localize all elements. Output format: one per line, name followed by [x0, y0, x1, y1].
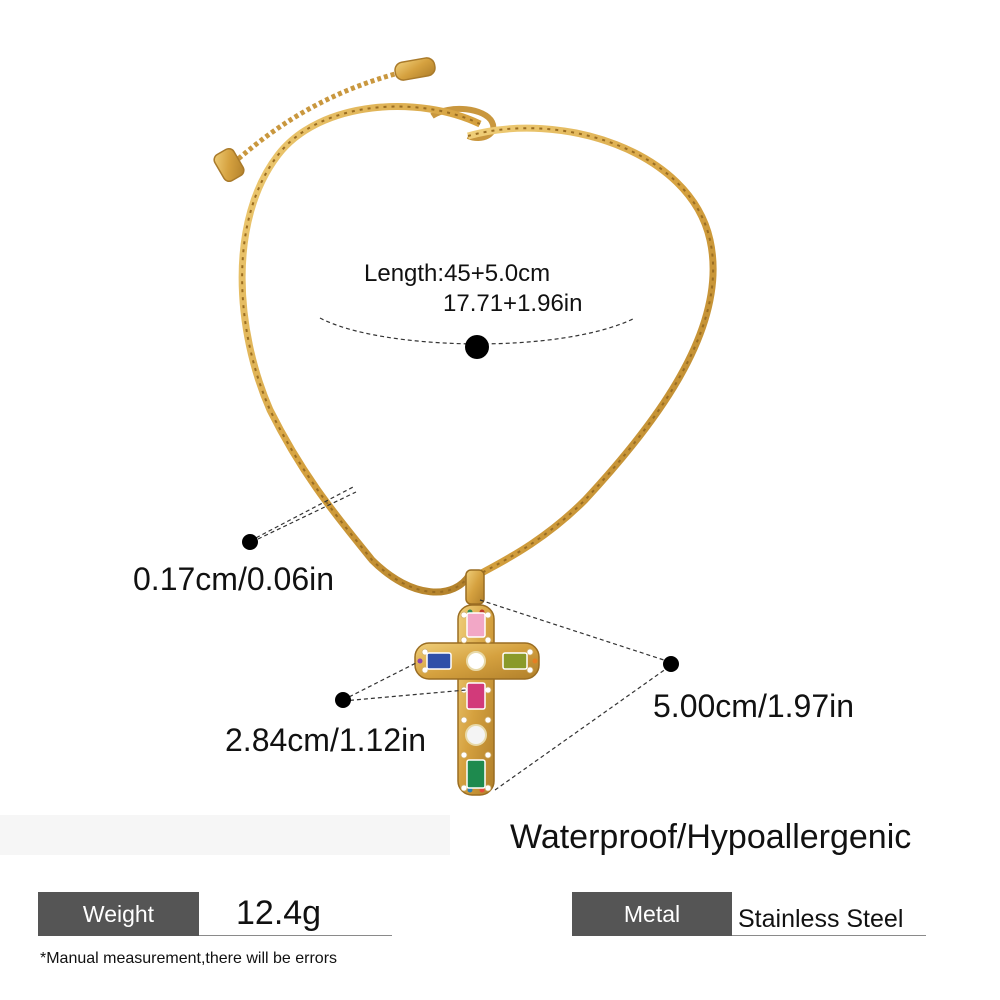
- metal-label: Metal: [572, 892, 732, 936]
- disclaimer-text: *Manual measurement,there will be errors: [40, 950, 338, 967]
- weight-underline: [199, 935, 392, 936]
- length-cm-label: Length:45+5.0cm: [364, 260, 551, 287]
- measurement-dots: [242, 335, 679, 708]
- weight-value: 12.4g: [236, 894, 322, 932]
- length-in-label: 17.71+1.96in: [443, 290, 583, 317]
- cross-pendant: [414, 604, 540, 796]
- features-label: Waterproof/Hypoallergenic: [510, 818, 912, 856]
- metal-underline: [732, 935, 926, 936]
- length-dot: [465, 335, 489, 359]
- necklace-chain: [213, 57, 717, 605]
- faint-background-strip: [0, 815, 450, 855]
- pendant-width-dot: [335, 692, 351, 708]
- metal-value: Stainless Steel: [738, 905, 904, 933]
- pendant-height-label: 5.00cm/1.97in: [653, 688, 855, 724]
- pendant-width-label: 2.84cm/1.12in: [225, 722, 427, 758]
- pendant-height-dot: [663, 656, 679, 672]
- chain-width-label: 0.17cm/0.06in: [133, 561, 335, 597]
- weight-label: Weight: [38, 892, 199, 936]
- chain-width-dot: [242, 534, 258, 550]
